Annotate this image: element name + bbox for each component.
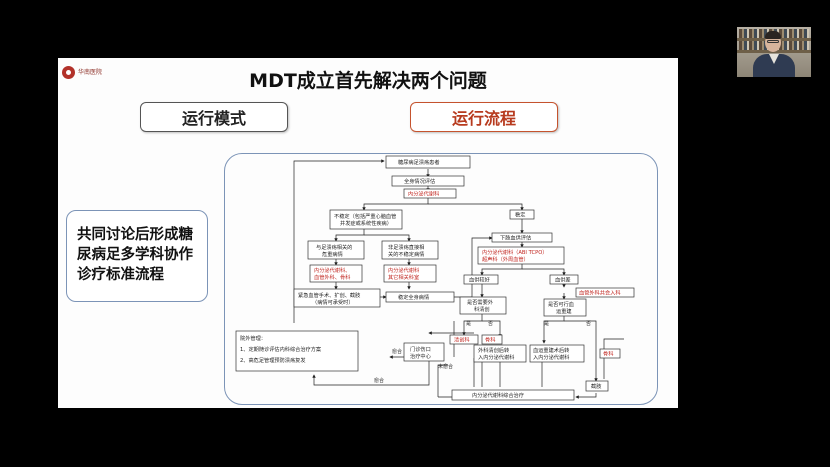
svg-text:科清创: 科清创 bbox=[474, 305, 490, 313]
presenter-body bbox=[753, 54, 795, 77]
node-debride-dept: 清创科 bbox=[449, 334, 479, 345]
presenter-webcam bbox=[737, 27, 811, 77]
operation-flow-box: 运行流程 bbox=[410, 102, 558, 132]
svg-text:清创科: 清创科 bbox=[454, 336, 470, 344]
svg-text:危重病情: 危重病情 bbox=[322, 250, 343, 258]
node-vascular-rebuild: 血运重建术后转 入内分泌代谢科 bbox=[529, 344, 585, 363]
svg-text:1、定期随诊评估内科综合治疗方案: 1、定期随诊评估内科综合治疗方案 bbox=[240, 345, 322, 353]
node-outpatient-center: 门诊伤口 治疗中心 bbox=[403, 342, 445, 362]
node-patient: 糖尿病足溃疡患者 bbox=[385, 155, 471, 169]
hospital-logo: 华南医院 bbox=[62, 64, 122, 80]
svg-text:门诊伤口: 门诊伤口 bbox=[410, 345, 431, 353]
svg-text:全身情况评估: 全身情况评估 bbox=[404, 177, 435, 185]
node-endo-vascular: 内分泌代谢科（ABI TCPO） 超声科（外周血管） bbox=[477, 246, 565, 265]
svg-text:关的不稳定病情: 关的不稳定病情 bbox=[388, 250, 424, 258]
node-emergency-surgery: 紧急血管手术、扩创、截肢 （病情可承受时） bbox=[293, 288, 381, 308]
svg-text:院外管理：: 院外管理： bbox=[240, 334, 266, 342]
node-need-surgery: 是否需要外 科清创 bbox=[459, 296, 507, 315]
svg-text:其它相关科室: 其它相关科室 bbox=[388, 273, 419, 281]
svg-text:入内分泌代谢科: 入内分泌代谢科 bbox=[478, 353, 514, 361]
flowchart-frame bbox=[224, 153, 658, 405]
label-yes-2: 是 bbox=[544, 321, 549, 327]
svg-text:截肢: 截肢 bbox=[591, 382, 602, 390]
standard-process-text-box: 共同讨论后形成糖尿病足多学科协作诊疗标准流程 bbox=[66, 210, 208, 302]
svg-text:是否可行血: 是否可行血 bbox=[548, 300, 574, 308]
svg-text:外科清创后转: 外科清创后转 bbox=[478, 346, 509, 354]
svg-text:（病情可承受时）: （病情可承受时） bbox=[312, 298, 354, 306]
label-no-1: 否 bbox=[488, 321, 493, 327]
label-not-healed: 未愈合 bbox=[438, 363, 453, 370]
node-revascularization: 是否可行血 运重建 bbox=[543, 298, 587, 317]
svg-text:血供差: 血供差 bbox=[555, 276, 571, 284]
presentation-slide: 华南医院 MDT成立首先解决两个问题 运行模式 运行流程 共同讨论后形成糖尿病足… bbox=[58, 58, 678, 408]
svg-text:非足溃疡直接相: 非足溃疡直接相 bbox=[388, 243, 424, 251]
node-vascular-surgery-consult: 血管外科共会入科 bbox=[575, 287, 635, 298]
svg-text:血供较好: 血供较好 bbox=[469, 276, 490, 284]
operation-mode-box: 运行模式 bbox=[140, 102, 288, 132]
node-amputation: 截肢 bbox=[585, 380, 609, 392]
node-assess: 全身情况评估 bbox=[391, 175, 465, 187]
svg-text:内分泌代谢科、: 内分泌代谢科、 bbox=[314, 266, 350, 274]
node-endo-1: 内分泌代谢科 bbox=[403, 188, 457, 199]
svg-text:并发症或系统性疾病）: 并发症或系统性疾病） bbox=[340, 219, 392, 227]
node-bone-dept: 骨科 bbox=[481, 334, 503, 345]
diabetic-foot-flowchart: 愈合 愈合 未愈合 是 否 是 否 糖尿病足溃疡患者 全身情况评估 内分泌代谢科… bbox=[235, 155, 635, 401]
svg-text:治疗中心: 治疗中心 bbox=[410, 352, 431, 360]
hospital-logo-text: 华南医院 bbox=[78, 68, 103, 76]
svg-text:血运重建术后转: 血运重建术后转 bbox=[533, 346, 569, 354]
node-ulcer-related: 与足溃疡相关的 危重病情 bbox=[307, 240, 365, 260]
node-stable-body: 稳定全身病情 bbox=[385, 291, 455, 303]
node-lower-eval: 下肢血供评估 bbox=[491, 232, 553, 243]
label-healed-2: 愈合 bbox=[374, 377, 384, 384]
svg-text:糖尿病足溃疡患者: 糖尿病足溃疡患者 bbox=[398, 158, 440, 166]
svg-text:内分泌代谢科: 内分泌代谢科 bbox=[408, 190, 439, 198]
glasses-icon bbox=[767, 40, 779, 43]
svg-text:紧急血管手术、扩创、截肢: 紧急血管手术、扩创、截肢 bbox=[298, 291, 361, 299]
svg-text:超声科（外周血管）: 超声科（外周血管） bbox=[482, 255, 529, 263]
svg-text:入内分泌代谢科: 入内分泌代谢科 bbox=[533, 353, 569, 361]
svg-text:内分泌代谢科（ABI TCPO）: 内分泌代谢科（ABI TCPO） bbox=[482, 248, 547, 256]
svg-text:不稳定（包括严重心脑血管: 不稳定（包括严重心脑血管 bbox=[334, 212, 396, 220]
label-no-2: 否 bbox=[586, 321, 591, 327]
svg-text:2、高危足管理预防溃疡复发: 2、高危足管理预防溃疡复发 bbox=[240, 356, 306, 364]
node-ulcer-unrelated: 非足溃疡直接相 关的不稳定病情 bbox=[381, 240, 439, 260]
svg-text:运重建: 运重建 bbox=[556, 307, 572, 315]
node-unstable: 不稳定（包括严重心脑血管 并发症或系统性疾病） bbox=[329, 209, 403, 230]
node-other-departments: 内分泌代谢科 其它相关科室 bbox=[383, 264, 437, 283]
svg-text:骨科: 骨科 bbox=[603, 350, 613, 358]
svg-text:是否需要外: 是否需要外 bbox=[467, 298, 493, 306]
svg-text:内分泌代谢科: 内分泌代谢科 bbox=[388, 266, 419, 274]
node-discharge-management: 院外管理： 1、定期随诊评估内科综合治疗方案 2、高危足管理预防溃疡复发 bbox=[235, 330, 359, 372]
node-good-supply: 血供较好 bbox=[463, 274, 499, 285]
svg-text:血管外科、骨科: 血管外科、骨科 bbox=[314, 273, 350, 281]
node-surgical-debridement: 外科清创后转 入内分泌代谢科 bbox=[473, 344, 527, 363]
svg-text:稳定全身病情: 稳定全身病情 bbox=[398, 293, 429, 301]
svg-text:下肢血供评估: 下肢血供评估 bbox=[500, 234, 531, 242]
node-combined-treatment: 内分泌代谢科综合治疗 bbox=[451, 389, 575, 401]
slide-title: MDT成立首先解决两个问题 bbox=[249, 70, 487, 92]
label-yes-1: 是 bbox=[466, 321, 471, 327]
hospital-logo-icon bbox=[62, 65, 75, 79]
node-bone-dept-2: 骨科 bbox=[599, 348, 621, 359]
svg-text:骨科: 骨科 bbox=[485, 336, 495, 344]
node-stable: 稳定 bbox=[509, 209, 535, 220]
node-poor-supply: 血供差 bbox=[549, 274, 579, 285]
node-emergency-departments: 内分泌代谢科、 血管外科、骨科 bbox=[309, 264, 363, 283]
label-healed-1: 愈合 bbox=[392, 348, 402, 355]
svg-text:血管外科共会入科: 血管外科共会入科 bbox=[579, 289, 621, 297]
svg-text:与足溃疡相关的: 与足溃疡相关的 bbox=[316, 243, 352, 251]
svg-text:内分泌代谢科综合治疗: 内分泌代谢科综合治疗 bbox=[472, 391, 524, 399]
svg-text:稳定: 稳定 bbox=[515, 211, 525, 219]
